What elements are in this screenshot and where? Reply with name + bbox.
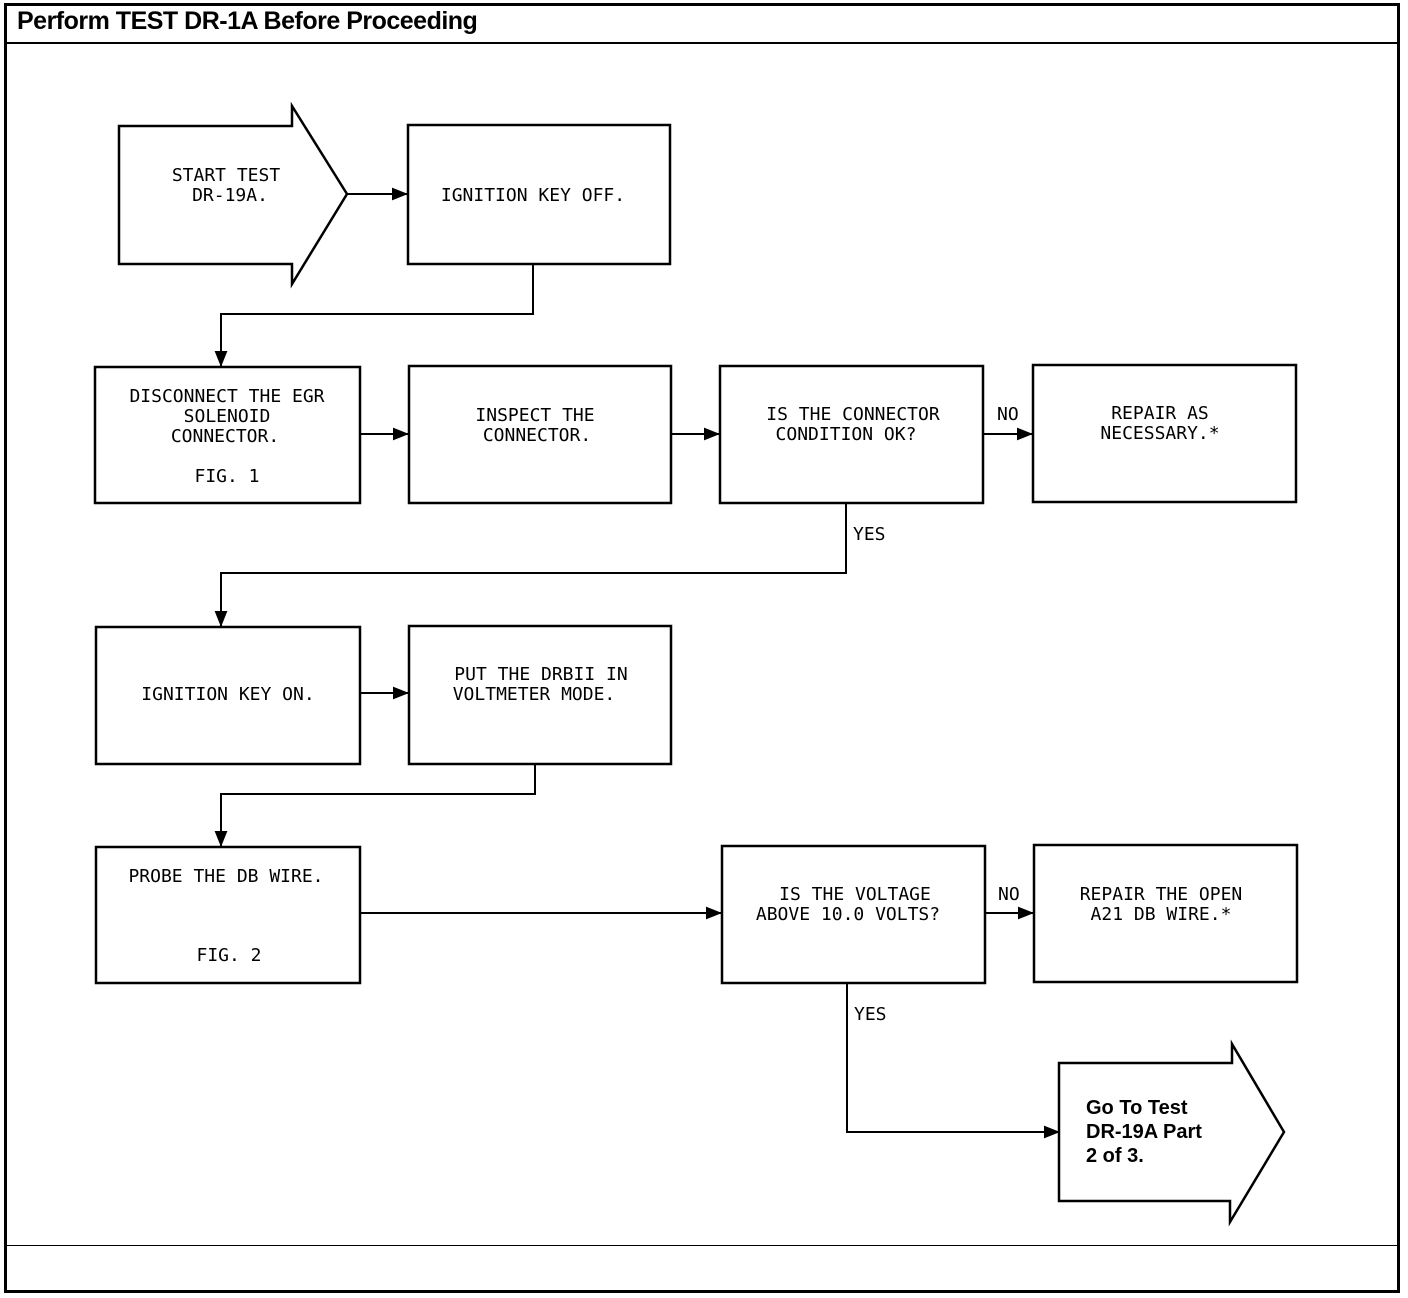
put-drbii-line2: VOLTMETER MODE. (453, 684, 616, 705)
inspect-line2: CONNECTOR. (483, 425, 591, 446)
repair-connector-node: REPAIR AS NECESSARY.* (1031, 363, 1298, 504)
header-divider (4, 42, 1400, 44)
inspect-line1: INSPECT THE (475, 405, 594, 426)
disconnect-line2: SOLENOID (184, 406, 271, 427)
goto-test-node: Go To Test DR-19A Part 2 of 3. (1057, 1039, 1286, 1227)
disconnect-fig: FIG. 1 (194, 466, 259, 487)
repair-wire-line2: A21 DB WIRE.* (1091, 904, 1232, 925)
label-no-2: NO (998, 884, 1020, 905)
disconnect-line3: CONNECTOR. (171, 426, 279, 447)
start-test-line2: DR-19A. (192, 185, 268, 206)
repair-connector-line2: NECESSARY.* (1100, 423, 1219, 444)
goto-line1: Go To Test (1086, 1097, 1188, 1119)
arrow-connector-ok-yes (214, 503, 847, 627)
repair-connector-line1: REPAIR AS (1111, 403, 1209, 424)
repair-wire-line1: REPAIR THE OPEN (1080, 884, 1243, 905)
voltage-check-decision: IS THE VOLTAGE ABOVE 10.0 VOLTS? (720, 844, 987, 985)
label-yes-1: YES (853, 524, 886, 545)
goto-line2: DR-19A Part (1086, 1121, 1202, 1143)
probe-db-wire-node: PROBE THE DB WIRE. FIG. 2 (94, 845, 362, 985)
disconnect-egr-node: DISCONNECT THE EGR SOLENOID CONNECTOR. F… (93, 365, 362, 505)
repair-wire-node: REPAIR THE OPEN A21 DB WIRE.* (1032, 843, 1299, 984)
ignition-off-label: IGNITION KEY OFF. (441, 185, 625, 206)
put-drbii-node: PUT THE DRBII IN VOLTMETER MODE. (407, 624, 673, 766)
inspect-connector-node: INSPECT THE CONNECTOR. (407, 364, 673, 505)
start-test-node: START TEST DR-19A. (117, 101, 349, 289)
footer-divider (4, 1245, 1400, 1246)
ignition-off-node: IGNITION KEY OFF. (406, 123, 672, 266)
disconnect-line1: DISCONNECT THE EGR (129, 386, 324, 407)
page-title: Perform TEST DR-1A Before Proceeding (17, 7, 478, 35)
ignition-on-node: IGNITION KEY ON. (94, 625, 362, 766)
arrow-ignition-off-to-disconnect (214, 264, 534, 367)
arrow-put-drbii-to-probe (214, 764, 536, 847)
arrow-voltage-check-yes (846, 984, 1060, 1139)
start-test-line1: START TEST (172, 165, 281, 186)
put-drbii-line1: PUT THE DRBII IN (454, 664, 627, 685)
connector-ok-line1: IS THE CONNECTOR (766, 404, 940, 425)
voltage-check-line1: IS THE VOLTAGE (779, 884, 931, 905)
connector-ok-line2: CONDITION OK? (776, 424, 917, 445)
probe-fig: FIG. 2 (196, 945, 261, 966)
label-yes-2: YES (854, 1004, 887, 1025)
ignition-on-label: IGNITION KEY ON. (141, 684, 314, 705)
label-no-1: NO (997, 404, 1019, 425)
goto-line3: 2 of 3. (1086, 1145, 1144, 1167)
connector-ok-decision: IS THE CONNECTOR CONDITION OK? (718, 364, 985, 505)
probe-line1: PROBE THE DB WIRE. (128, 866, 323, 887)
page-border (4, 3, 1400, 1293)
voltage-check-line2: ABOVE 10.0 VOLTS? (756, 904, 940, 925)
connectors (214, 187, 1060, 1139)
